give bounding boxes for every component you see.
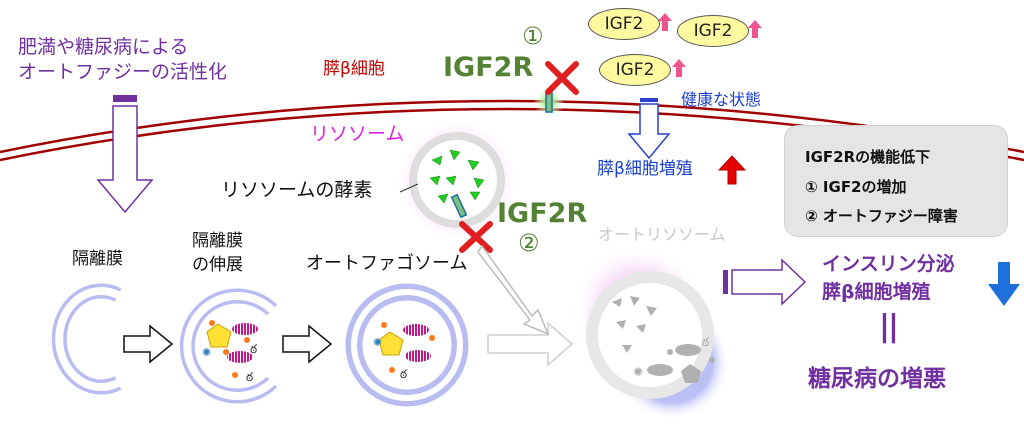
stage-autolysosome-label: オートリソソーム xyxy=(598,225,726,244)
activation-text-line1: 肥満や糖尿病による xyxy=(18,36,189,58)
igf2-bubble: IGF2 xyxy=(677,15,749,47)
svg-text:ఠ: ఠ xyxy=(250,342,258,356)
right-arrow-icon xyxy=(487,321,574,367)
enzyme-label: リソソームの酵素 xyxy=(221,179,373,201)
cargo-elongation: ఠ ఠ ✺ xyxy=(202,320,258,384)
healthy-label: 健康な状態 xyxy=(681,90,762,109)
stage-isolation-label: 隔離膜 xyxy=(72,249,123,269)
right-arrow-icon xyxy=(282,324,333,364)
small-up-arrow-icon xyxy=(748,20,762,38)
info-box: IGF2Rの機能低下 ① IGF2の増加 ② オートファジー障害 xyxy=(784,125,1008,237)
info-box-item2: ② オートファジー障害 xyxy=(805,207,958,225)
svg-text:ఠ: ఠ xyxy=(246,370,254,384)
svg-text:ఠ: ఠ xyxy=(400,367,408,381)
svg-text:✺: ✺ xyxy=(202,346,211,359)
svg-text:ఠ: ఠ xyxy=(702,335,710,349)
igf2r-receptor-lysosome xyxy=(450,193,468,219)
lysosome-label: リソソーム xyxy=(310,123,405,145)
healthy-down-arrow-icon xyxy=(627,98,671,160)
outcome-insulin: インスリン分泌 xyxy=(822,253,955,275)
info-box-item1: ① IGF2の増加 xyxy=(805,178,907,196)
small-up-arrow-icon xyxy=(672,59,686,77)
activation-text-line2: オートファジーの活性化 xyxy=(18,61,228,83)
igf2-bubble: IGF2 xyxy=(599,54,671,86)
up-arrow-icon xyxy=(717,155,747,185)
outcome-arrow-icon xyxy=(723,258,807,306)
outcome-disease: 糖尿病の増悪 xyxy=(808,366,946,392)
info-box-title: IGF2Rの機能低下 xyxy=(805,148,931,166)
down-arrow-icon xyxy=(96,95,154,214)
igf2r-label-lysosome: IGF2R xyxy=(497,198,588,229)
small-up-arrow-icon xyxy=(658,13,672,31)
svg-text:✺: ✺ xyxy=(373,336,382,349)
stage-elongation-label-line2: の伸展 xyxy=(192,255,243,275)
down-blue-arrow-icon xyxy=(988,262,1020,306)
lysosome-to-autolysosome-arrow xyxy=(477,244,550,336)
igf2-bubble: IGF2 xyxy=(588,8,660,40)
cargo-autolysosome: ✺ ఠ xyxy=(612,296,715,383)
enzyme-group xyxy=(429,149,485,204)
cross-icon xyxy=(545,61,579,95)
cargo-autophagosome: ఠ ✺ xyxy=(373,322,435,381)
stage-elongation-label-line1: 隔離膜 xyxy=(192,231,243,251)
marker-one: ① xyxy=(522,22,544,50)
outcome-proliferation: 膵β細胞増殖 xyxy=(822,281,931,303)
cell-label: 膵β細胞 xyxy=(323,59,385,79)
healthy-result: 膵β細胞増殖 xyxy=(597,159,693,179)
igf2r-label-membrane: IGF2R xyxy=(443,52,534,83)
outcome-equals: || xyxy=(879,309,899,344)
marker-two: ② xyxy=(518,229,540,257)
cross-icon xyxy=(459,221,493,253)
autolysosome xyxy=(586,271,714,399)
right-arrow-icon xyxy=(123,324,174,364)
stage-autophagosome-label: オートファゴソーム xyxy=(306,253,468,274)
lysosome xyxy=(409,132,505,228)
igf2r-receptor-membrane xyxy=(545,91,553,113)
svg-text:✺: ✺ xyxy=(633,365,643,379)
